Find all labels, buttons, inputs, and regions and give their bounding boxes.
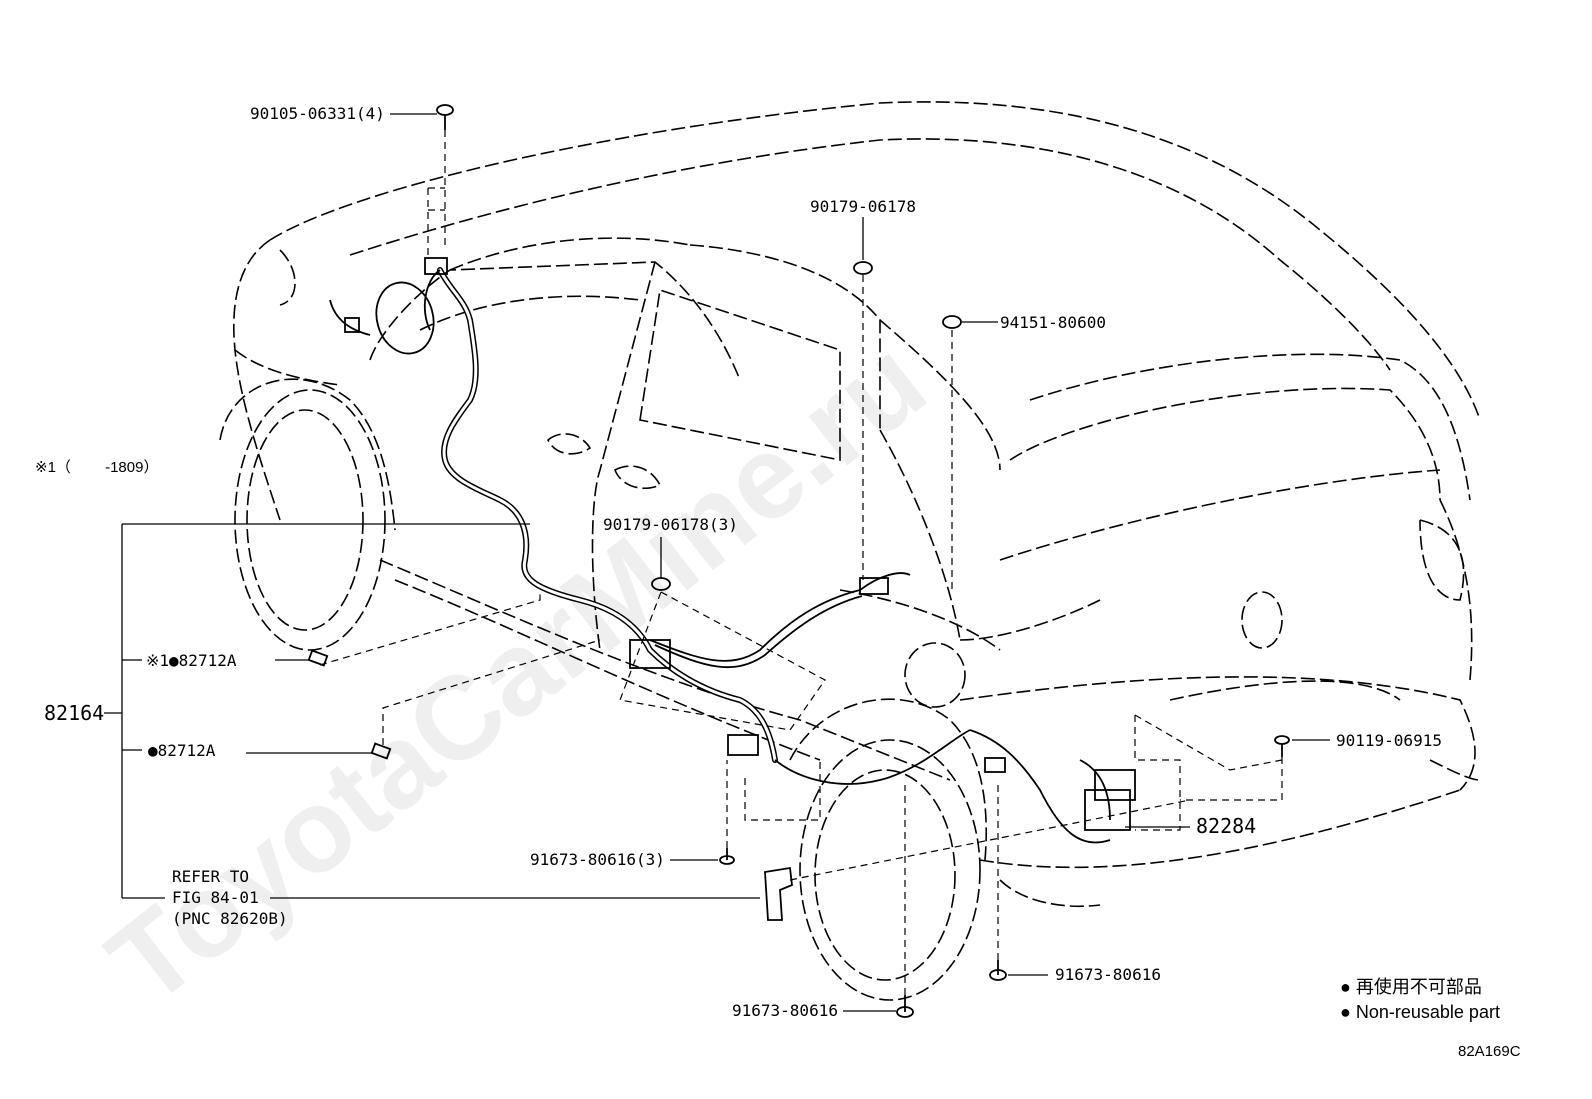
- label-90119-06915: 90119-06915: [1336, 731, 1442, 750]
- clip-icon-82712a-1: [307, 649, 329, 667]
- label-refer-line1: REFER TO: [172, 867, 249, 886]
- legend-non-reusable: ● Non-reusable part: [1340, 1002, 1500, 1022]
- label-91673-80616-right: 91673-80616: [1055, 965, 1161, 984]
- assembly-lines: [319, 130, 1283, 995]
- legend: ● 再使用不可部品 ● Non-reusable part 82A169C: [1340, 977, 1521, 1060]
- label-82712a-note1: ※1●82712A: [146, 651, 237, 670]
- legend-japanese: ● 再使用不可部品: [1340, 977, 1482, 997]
- bracket-icon-82620b: [764, 866, 793, 921]
- label-note-period: ※1（ -1809）: [35, 459, 158, 476]
- label-refer-line3: (PNC 82620B): [172, 909, 288, 928]
- vehicle-outline: [219, 101, 1481, 1001]
- part-labels: 90105-06331(4) 90179-06178 94151-80600 ※…: [35, 104, 1442, 1020]
- label-91673-80616-bottom: 91673-80616: [732, 1001, 838, 1020]
- wire-harness: [329, 257, 1136, 844]
- label-90179-06178-mid: 90179-06178(3): [603, 515, 738, 534]
- bolt-icon-90119: [1274, 735, 1290, 757]
- bolt-icon-91673-right: [989, 960, 1007, 981]
- clip-icon-82712a-2: [370, 742, 392, 760]
- figure-code: 82A169C: [1458, 1043, 1521, 1060]
- bolt-icon-91673-3: [719, 848, 735, 865]
- label-91673-80616-3: 91673-80616(3): [530, 850, 665, 869]
- bolt-icon-91673-bottom: [896, 995, 914, 1018]
- clip-icon-94151: [942, 315, 962, 329]
- label-82284: 82284: [1196, 814, 1256, 838]
- label-94151-80600: 94151-80600: [1000, 313, 1106, 332]
- clip-icon-90179-top: [853, 261, 873, 275]
- fasteners: [307, 104, 1290, 1018]
- leader-lines: [104, 113, 1330, 1012]
- bolt-icon-90105: [436, 104, 454, 130]
- label-90105-06331: 90105-06331(4): [250, 104, 385, 123]
- label-82712a: ●82712A: [148, 741, 216, 760]
- label-refer-line2: FIG 84-01: [172, 888, 259, 907]
- label-90179-06178-top: 90179-06178: [810, 197, 916, 216]
- label-82164: 82164: [44, 701, 104, 725]
